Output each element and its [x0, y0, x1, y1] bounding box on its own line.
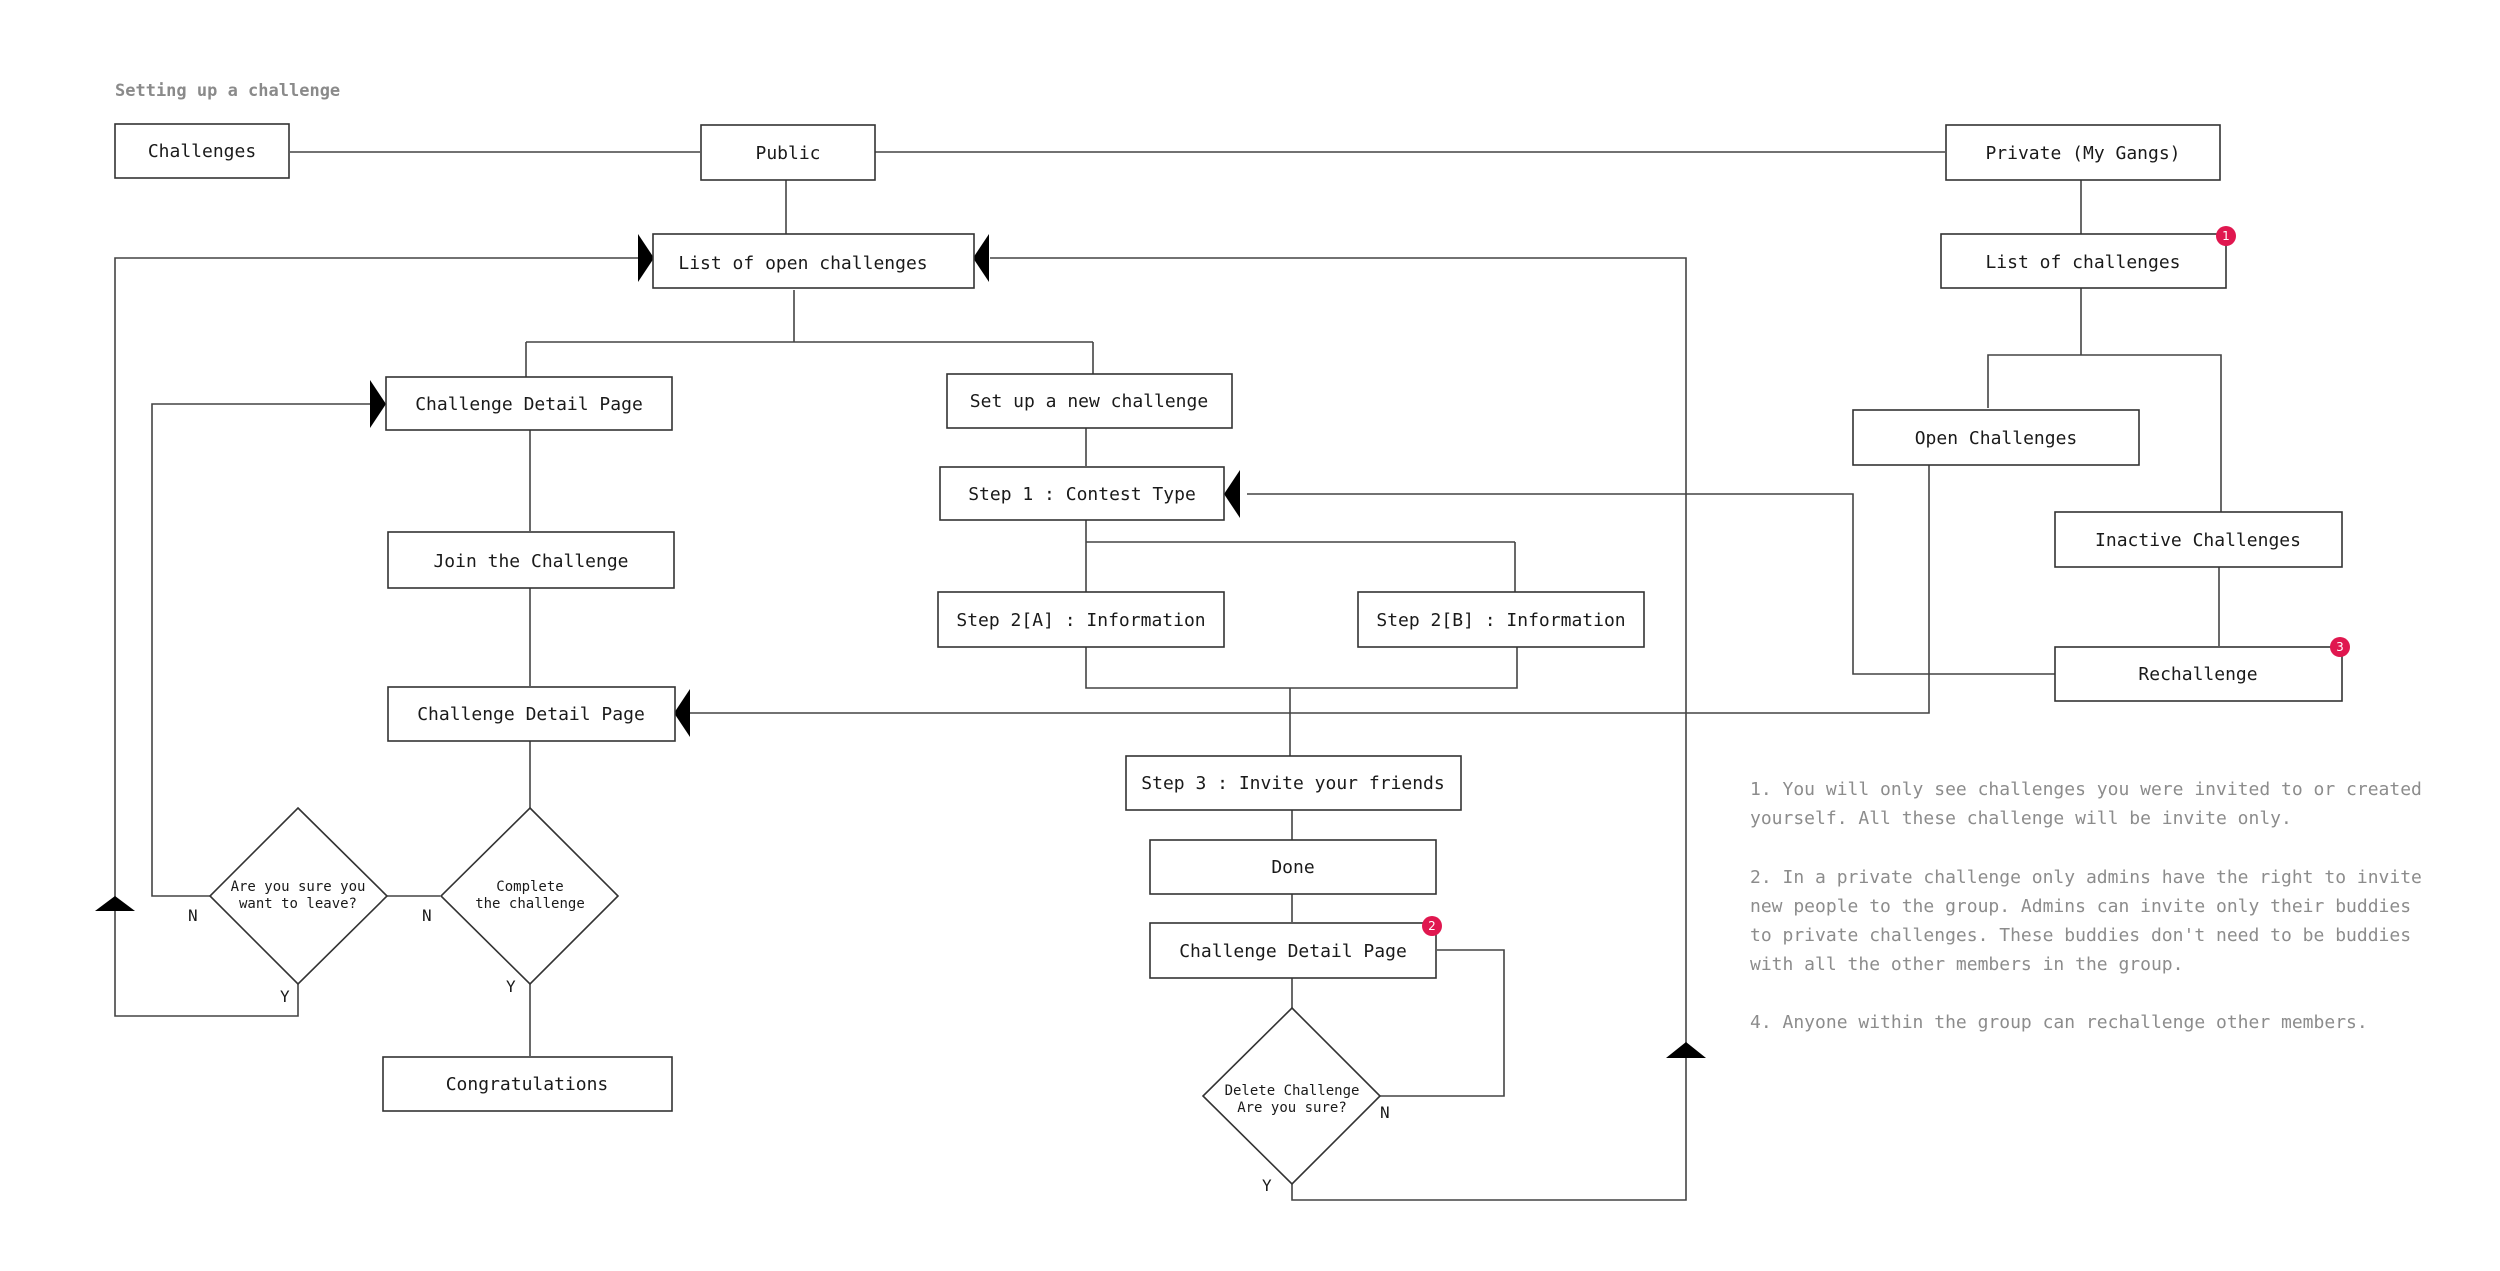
node-open-challenges[interactable]: Open Challenges — [1852, 409, 2140, 466]
arrow-into-step-1 — [1224, 470, 1240, 518]
arrow-into-detail-1 — [370, 380, 386, 428]
node-public-label: Public — [755, 143, 820, 164]
note-2-line4: with all the other members in the group. — [1750, 954, 2183, 975]
node-open-challenges-label: Open Challenges — [1915, 428, 2078, 449]
node-rechallenge-label: Rechallenge — [2138, 664, 2257, 685]
decision-leave-line2: want to leave? — [239, 896, 357, 912]
note-2-line2: new people to the group. Admins can invi… — [1750, 896, 2411, 917]
connectors — [114, 151, 2222, 1201]
badge-3: 3 — [2330, 637, 2350, 657]
node-step2b-label: Step 2[B] : Information — [1376, 610, 1625, 631]
node-step1-label: Step 1 : Contest Type — [968, 484, 1196, 505]
node-congrats-label: Congratulations — [446, 1074, 609, 1095]
badge-2: 2 — [1422, 916, 1442, 936]
node-step3[interactable]: Step 3 : Invite your friends — [1125, 755, 1462, 811]
arrow-into-detail-2 — [674, 689, 690, 737]
decision-leave[interactable]: Are you sure you want to leave? — [208, 806, 389, 986]
node-rechallenge[interactable]: Rechallenge — [2054, 646, 2343, 702]
arrow-into-list-left — [638, 234, 654, 282]
decision-complete-line2: the challenge — [475, 896, 585, 912]
node-list-of-challenges[interactable]: List of challenges — [1940, 233, 2227, 289]
node-detail-1-label: Challenge Detail Page — [415, 394, 643, 415]
node-setup[interactable]: Set up a new challenge — [946, 373, 1233, 429]
note-3-line1: 4. Anyone within the group can rechallen… — [1750, 1012, 2368, 1033]
node-step1[interactable]: Step 1 : Contest Type — [939, 466, 1225, 521]
node-detail-1[interactable]: Challenge Detail Page — [385, 376, 673, 431]
delete-no-label: N — [1380, 1103, 1390, 1122]
node-detail-2[interactable]: Challenge Detail Page — [387, 686, 676, 742]
node-list-of-challenges-label: List of challenges — [1985, 252, 2180, 273]
footnotes: 1. You will only see challenges you were… — [1750, 779, 2422, 1033]
complete-no-label: N — [422, 906, 432, 925]
decision-leave-line1: Are you sure you — [231, 879, 366, 895]
node-private-label: Private (My Gangs) — [1985, 143, 2180, 164]
badge-1: 1 — [2216, 226, 2236, 246]
node-done[interactable]: Done — [1149, 839, 1437, 895]
decision-delete[interactable]: Delete Challenge Are you sure? — [1201, 1006, 1382, 1186]
node-public[interactable]: Public — [700, 124, 876, 181]
node-step3-label: Step 3 : Invite your friends — [1141, 773, 1444, 794]
node-inactive-challenges-label: Inactive Challenges — [2095, 530, 2301, 551]
delete-yes-label: Y — [1262, 1176, 1272, 1195]
node-detail-2-label: Challenge Detail Page — [417, 704, 645, 725]
node-step2a[interactable]: Step 2[A] : Information — [937, 591, 1225, 648]
node-join-label: Join the Challenge — [433, 551, 628, 572]
leave-no-label: N — [188, 906, 198, 925]
node-challenges[interactable]: Challenges — [114, 123, 290, 179]
node-step2b[interactable]: Step 2[B] : Information — [1357, 591, 1645, 648]
arrow-up-left — [95, 896, 135, 911]
node-setup-label: Set up a new challenge — [970, 391, 1208, 412]
decision-complete-line1: Complete — [496, 879, 563, 895]
node-inactive-challenges[interactable]: Inactive Challenges — [2054, 511, 2343, 568]
svg-text:2: 2 — [1428, 919, 1436, 933]
node-detail-3[interactable]: Challenge Detail Page — [1149, 922, 1437, 979]
svg-text:1: 1 — [2222, 229, 2230, 243]
leave-yes-label: Y — [280, 987, 290, 1006]
node-private[interactable]: Private (My Gangs) — [1945, 124, 2221, 181]
note-1-line2: yourself. All these challenge will be in… — [1750, 808, 2292, 829]
note-2-line1: 2. In a private challenge only admins ha… — [1750, 867, 2422, 888]
note-2-line3: to private challenges. These buddies don… — [1750, 925, 2411, 946]
decision-delete-line1: Delete Challenge — [1225, 1083, 1360, 1099]
node-challenges-label: Challenges — [148, 141, 256, 162]
arrowheads — [95, 234, 1706, 1058]
arrow-into-list-right — [973, 234, 989, 282]
node-detail-3-label: Challenge Detail Page — [1179, 941, 1407, 962]
svg-text:3: 3 — [2336, 640, 2344, 654]
decision-delete-line2: Are you sure? — [1237, 1100, 1347, 1116]
node-congrats[interactable]: Congratulations — [382, 1056, 673, 1112]
node-done-label: Done — [1271, 857, 1314, 878]
diagram-title: Setting up a challenge — [115, 81, 340, 101]
node-open-list-label: List of open challenges — [678, 253, 927, 274]
decision-complete[interactable]: Complete the challenge — [439, 806, 620, 986]
node-step2a-label: Step 2[A] : Information — [956, 610, 1205, 631]
note-1-line1: 1. You will only see challenges you were… — [1750, 779, 2422, 800]
node-join[interactable]: Join the Challenge — [387, 531, 675, 589]
node-open-list[interactable]: List of open challenges — [652, 233, 975, 289]
complete-yes-label: Y — [506, 977, 516, 996]
arrow-up-right — [1666, 1042, 1706, 1058]
